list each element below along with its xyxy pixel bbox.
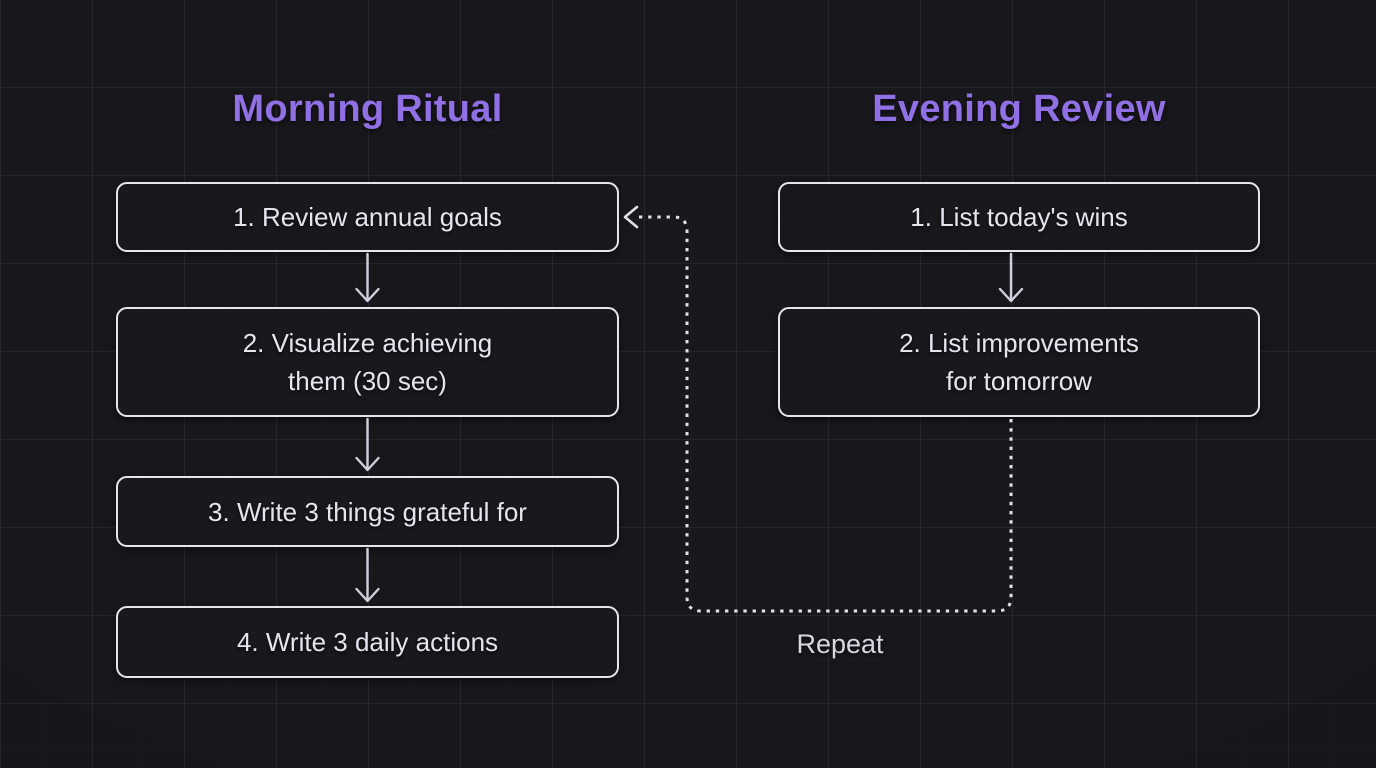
morning-step-3-box: 3. Write 3 things grateful for (116, 476, 619, 547)
morning-step-4-box: 4. Write 3 daily actions (116, 606, 619, 678)
morning-step-2-box: 2. Visualize achieving them (30 sec) (116, 307, 619, 417)
repeat-label: Repeat (796, 629, 884, 659)
step-text-line: 1. Review annual goals (233, 202, 502, 232)
step-text-line: 2. List improvements (899, 328, 1139, 358)
step-text-line: 1. List today's wins (910, 202, 1128, 232)
step-text-line: 4. Write 3 daily actions (236, 627, 499, 657)
column-title-evening: Evening Review (872, 88, 1166, 130)
evening-step-2-box: 2. List improvements for tomorrow (778, 307, 1260, 417)
morning-step-1-box: 1. Review annual goals (116, 182, 619, 252)
step-text-line: them (30 sec) (288, 366, 447, 396)
evening-step-1-box: 1. List today's wins (778, 182, 1260, 252)
step-text-line: for tomorrow (946, 366, 1092, 396)
step-text-line: 2. Visualize achieving (242, 328, 493, 358)
step-text-line: 3. Write 3 things grateful for (208, 496, 527, 527)
column-title-morning: Morning Ritual (232, 88, 503, 130)
